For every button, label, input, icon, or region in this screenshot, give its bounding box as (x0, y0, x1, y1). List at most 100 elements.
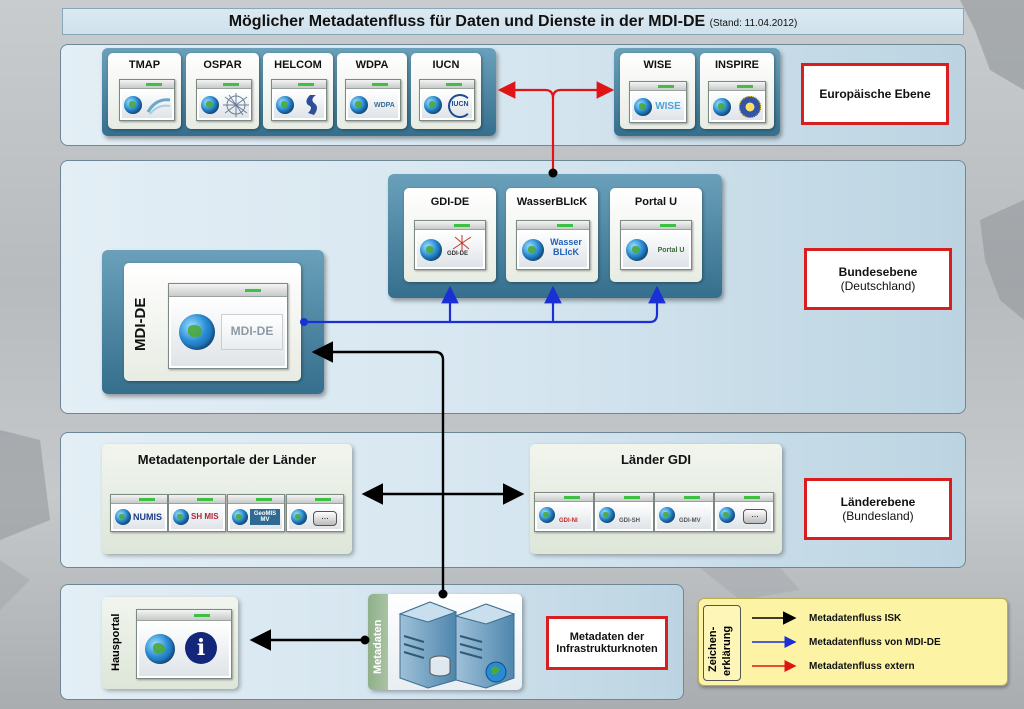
level-bund-sub: (Deutschland) (840, 279, 916, 293)
globe-icon (145, 634, 175, 664)
card-portal-u[interactable]: Portal U Portal U (610, 188, 702, 282)
card-wdpa-window: WDPA (345, 79, 401, 121)
gdi-de-logo: GDI-DE (447, 251, 468, 257)
level-bund-title: Bundesebene (838, 265, 918, 279)
globe-icon (599, 507, 615, 523)
globe-icon (179, 314, 215, 350)
tmap-logo-icon (146, 98, 171, 115)
portal-u-logo: Portal U (657, 247, 685, 254)
gdi-sh-logo: GDI-SH (619, 518, 640, 524)
card-tmap[interactable]: TMAP (108, 53, 181, 129)
more-portals-button[interactable]: ... (313, 511, 337, 526)
globe-icon (232, 509, 248, 525)
card-helcom[interactable]: HELCOM (263, 53, 333, 129)
iucn-logo-ring (448, 94, 472, 118)
legend-heading-line2: erklärung (721, 625, 733, 676)
gdi-de-logo-icon (452, 235, 472, 251)
geomis-mv-window[interactable]: GeoMIS MV (227, 494, 285, 532)
card-tmap-window (119, 79, 175, 121)
globe-icon (420, 239, 442, 261)
gdi-mv-logo: GDI-MV (679, 518, 701, 524)
gdi-sh-window[interactable]: GDI-SH (594, 492, 654, 532)
card-iucn[interactable]: IUCN IUCN (411, 53, 481, 129)
card-gdi-de-window: GDI-DE (414, 220, 486, 270)
globe-icon (115, 509, 131, 525)
globe-icon (626, 239, 648, 261)
diagram-title: Möglicher Metadatenfluss für Daten und D… (62, 8, 964, 35)
geomis-mv-logo: GeoMIS MV (250, 509, 280, 525)
card-mdi-de[interactable]: MDI-DE MDI-DE (124, 263, 301, 381)
card-wasserblick[interactable]: WasserBLIcK Wasser BLIcK (506, 188, 598, 282)
card-wdpa-label: WDPA (355, 59, 389, 71)
shmis-window[interactable]: SH MIS (168, 494, 226, 532)
card-inspire[interactable]: INSPIRE (700, 53, 774, 129)
legend-item-mdi: Metadatenfluss von MDI-DE (809, 637, 941, 648)
wise-logo: WISE (655, 101, 681, 112)
card-inspire-label: INSPIRE (714, 59, 759, 71)
legend: Zeichen- erklärung Metadatenfluss ISK Me… (698, 598, 1008, 686)
laender-gdi-title: Länder GDI (620, 452, 692, 467)
server-icon (398, 601, 516, 689)
inspire-logo-icon (739, 96, 761, 118)
gdi-ni-logo: GDI-NI (559, 518, 578, 524)
card-gdi-de[interactable]: GDI-DE GDI-DE (404, 188, 496, 282)
globe-icon (634, 98, 652, 116)
level-laender-title: Länderebene (840, 495, 916, 509)
legend-item-isk: Metadatenfluss ISK (809, 613, 902, 624)
metadaten-server-panel[interactable]: Metadaten (368, 594, 522, 690)
card-mdi-de-window: MDI-DE (168, 283, 288, 369)
gdi-ni-window[interactable]: GDI-NI (534, 492, 594, 532)
more-gdi-button[interactable]: ... (743, 509, 767, 524)
card-portal-u-window: Portal U (620, 220, 692, 270)
globe-icon (522, 239, 544, 261)
mdi-de-logo: MDI-DE (230, 324, 274, 338)
legend-item-extern: Metadatenfluss extern (809, 661, 915, 672)
card-helcom-label: HELCOM (274, 59, 322, 71)
globe-icon (350, 96, 368, 114)
globe-icon (201, 96, 219, 114)
legend-heading-line1: Zeichen- (707, 626, 719, 672)
level-box-infra: Metadaten der Infrastrukturknoten (546, 616, 668, 670)
title-stand: (Stand: 11.04.2012) (709, 18, 798, 29)
card-iucn-label: IUCN (432, 59, 460, 71)
gdi-mv-window[interactable]: GDI-MV (654, 492, 714, 532)
level-infra-sub: Infrastrukturknoten (556, 643, 658, 655)
card-ospar-window (196, 79, 252, 121)
card-ospar-label: OSPAR (203, 59, 242, 71)
helcom-logo-icon (306, 95, 317, 115)
globe-icon (659, 507, 675, 523)
globe-icon (291, 509, 307, 525)
hausportal-panel[interactable]: Hausportal i (102, 597, 238, 689)
mdi-de-logo-box (221, 314, 283, 350)
more-gdi-window[interactable]: ... (714, 492, 774, 532)
level-box-laender: Länderebene (Bundesland) (804, 478, 952, 540)
info-icon: i (185, 632, 217, 664)
globe-icon (173, 509, 189, 525)
card-wasserblick-label: WasserBLIcK (516, 196, 588, 208)
globe-icon (713, 98, 731, 116)
globe-icon (276, 96, 294, 114)
card-iucn-window: IUCN (419, 79, 475, 121)
card-wdpa[interactable]: WDPA WDPA (337, 53, 407, 129)
shmis-logo: SH MIS (191, 512, 219, 521)
level-box-europe: Europäische Ebene (801, 63, 949, 125)
card-tmap-label: TMAP (128, 59, 161, 71)
level-infra-title: Metadaten der (569, 631, 645, 643)
wasserblick-logo: Wasser BLIcK (550, 237, 582, 257)
level-europe-title: Europäische Ebene (819, 87, 931, 101)
card-gdi-de-label: GDI-DE (430, 196, 470, 208)
globe-icon (124, 96, 142, 114)
title-main: Möglicher Metadatenfluss für Daten und D… (228, 13, 706, 30)
card-wise[interactable]: WISE WISE (620, 53, 695, 129)
card-portal-u-label: Portal U (634, 196, 678, 208)
more-portals-window[interactable]: ... (286, 494, 344, 532)
iucn-logo: IUCN (451, 101, 469, 108)
metadaten-label-strip (368, 594, 388, 690)
numis-window[interactable]: NUMIS (110, 494, 168, 532)
level-box-bund: Bundesebene (Deutschland) (804, 248, 952, 310)
card-wise-window: WISE (629, 81, 687, 123)
numis-logo: NUMIS (133, 512, 162, 522)
card-ospar[interactable]: OSPAR (186, 53, 259, 129)
laender-portale-title: Metadatenportale der Länder (137, 452, 317, 467)
